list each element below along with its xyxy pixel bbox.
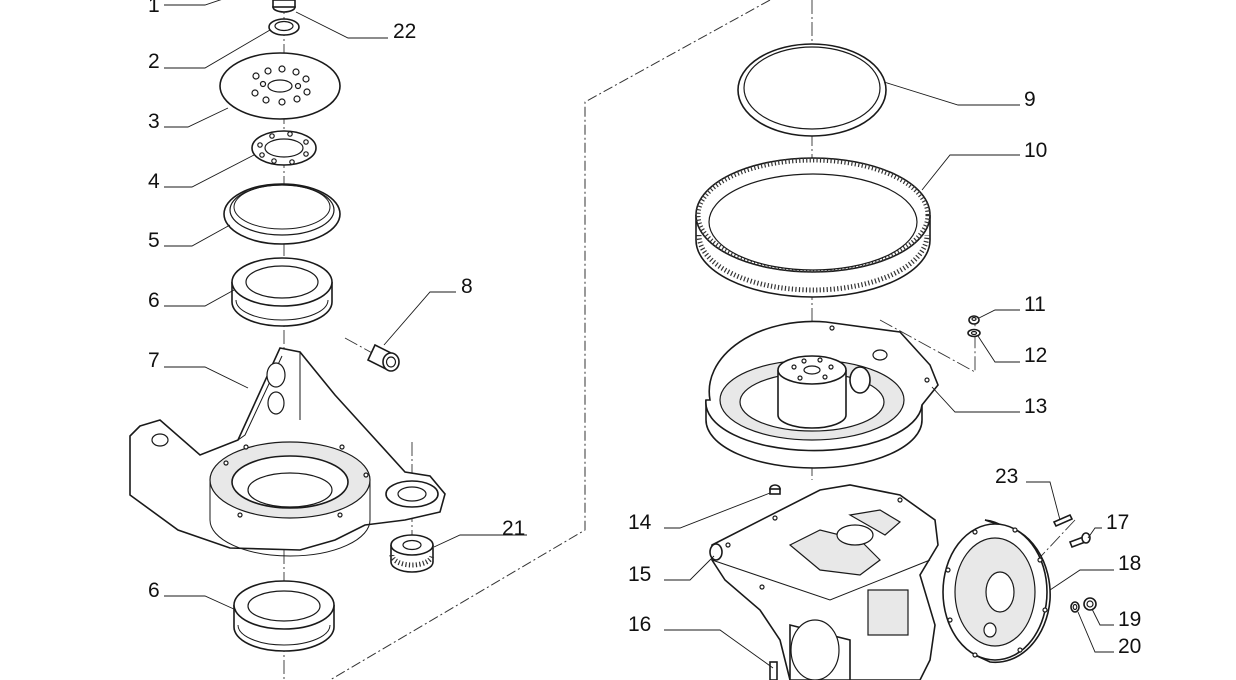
bushing-axis xyxy=(344,337,386,361)
callout-13: 13 xyxy=(1024,395,1047,418)
part-20-seal xyxy=(1070,601,1080,613)
callout-21: 21 xyxy=(502,517,525,540)
part-2-seal-ring xyxy=(268,18,300,36)
part-15-gear-housing xyxy=(709,484,939,680)
callout-6-lower: 6 xyxy=(148,579,160,602)
callout-20: 20 xyxy=(1118,635,1141,658)
callout-14: 14 xyxy=(628,511,652,534)
callout-11: 11 xyxy=(1024,293,1046,316)
callout-17: 17 xyxy=(1106,511,1129,534)
part-14-plug xyxy=(769,484,781,495)
callout-18: 18 xyxy=(1118,552,1141,575)
part-8-bushing xyxy=(366,343,400,372)
callout-19: 19 xyxy=(1118,608,1141,631)
part-22-bush xyxy=(272,0,296,13)
part-16-stud xyxy=(769,661,778,680)
callout-3: 3 xyxy=(148,110,160,133)
part-4-washer xyxy=(251,130,317,166)
callout-8: 8 xyxy=(461,275,473,298)
callout-5: 5 xyxy=(148,229,160,252)
part-10-ring-gear xyxy=(695,157,931,298)
callout-23: 23 xyxy=(995,465,1018,488)
part-11-nut xyxy=(968,315,980,325)
callout-16: 16 xyxy=(628,613,651,636)
part-23-pin xyxy=(1052,513,1074,528)
part-21-pinion xyxy=(389,534,435,573)
part-13-hub xyxy=(705,320,939,469)
part-7-knuckle-housing xyxy=(129,347,446,557)
assembly-boundary-line xyxy=(329,0,771,680)
part-6-upper-bearing xyxy=(231,257,333,327)
part-5-large-seal xyxy=(223,183,341,245)
callout-15: 15 xyxy=(628,563,651,586)
callout-4: 4 xyxy=(148,170,160,193)
callout-22: 22 xyxy=(393,20,416,43)
leader-lines xyxy=(164,0,1114,669)
part-12-washer xyxy=(967,328,981,338)
callout-1: 1 xyxy=(148,0,160,17)
callout-12: 12 xyxy=(1024,344,1047,367)
part-6-lower-bearing xyxy=(233,580,335,652)
callout-6-upper: 6 xyxy=(148,289,160,312)
part-17-screw xyxy=(1068,532,1091,549)
part-19-plug xyxy=(1083,597,1097,611)
callout-10: 10 xyxy=(1024,139,1047,162)
part-18-cover xyxy=(942,519,1051,664)
callout-2: 2 xyxy=(148,50,160,73)
part-3-perforated-disc xyxy=(219,52,341,120)
callout-7: 7 xyxy=(148,349,160,372)
part-9-o-ring xyxy=(737,43,887,137)
callout-9: 9 xyxy=(1024,88,1036,111)
